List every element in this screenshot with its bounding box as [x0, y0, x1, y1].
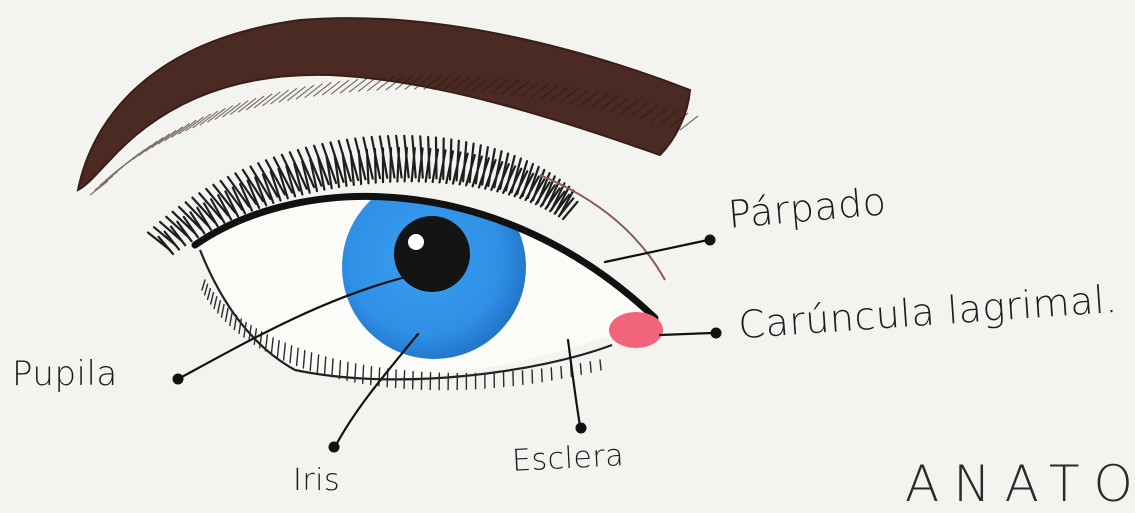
- lower-lash: [590, 362, 591, 372]
- brow-hair: [145, 138, 163, 152]
- lower-lash: [226, 308, 228, 321]
- lower-lash: [580, 364, 581, 375]
- lower-lash: [355, 364, 356, 382]
- lower-lash: [202, 280, 205, 290]
- brow-hair: [165, 127, 183, 141]
- upper-lash: [450, 140, 451, 180]
- dot-parpado: [705, 235, 716, 246]
- caruncle: [609, 312, 663, 348]
- dot-iris: [329, 442, 340, 453]
- lower-lash: [221, 305, 224, 318]
- brow-hair: [152, 134, 170, 148]
- brow-hair: [340, 79, 358, 93]
- pupil: [394, 216, 470, 292]
- brow-hair: [358, 78, 376, 92]
- lower-lash: [542, 369, 543, 382]
- lower-lash: [214, 297, 217, 309]
- dot-pupila: [173, 374, 184, 385]
- leader-caruncula: [660, 333, 712, 335]
- lower-lash: [600, 360, 601, 370]
- leader-parpado: [605, 240, 708, 262]
- brow-hair: [230, 101, 248, 115]
- lower-lash: [208, 289, 211, 300]
- brow-hair: [139, 141, 157, 155]
- lower-lash: [211, 293, 214, 304]
- brow-hair: [349, 78, 367, 92]
- brow-hair: [158, 130, 176, 144]
- dot-caruncula: [711, 328, 722, 339]
- lower-lash: [551, 368, 552, 380]
- lower-lash: [230, 312, 232, 326]
- leader-esclera: [568, 340, 580, 426]
- brow-hair: [222, 103, 240, 117]
- dot-esclera: [576, 423, 587, 434]
- lower-lash: [396, 370, 397, 388]
- brow-hair: [215, 106, 233, 120]
- lower-lash: [205, 284, 208, 294]
- pupil-highlight: [408, 234, 424, 250]
- label-iris: Iris: [293, 463, 340, 498]
- lower-lash: [363, 365, 364, 383]
- brow-hair: [133, 145, 151, 159]
- upper-lash: [457, 141, 459, 181]
- brow-hair: [95, 176, 113, 190]
- lower-lash: [371, 367, 372, 385]
- brow-hair: [331, 80, 349, 94]
- upper-lash: [436, 138, 437, 179]
- lower-lash: [404, 371, 405, 388]
- brow-hair: [207, 108, 225, 122]
- label-esclera: Esclera: [511, 438, 625, 479]
- label-pupila: Pupila: [12, 354, 118, 394]
- page-title-partial: ANATO: [905, 455, 1135, 513]
- upper-lash: [463, 142, 466, 181]
- brow-hair: [90, 181, 108, 195]
- lower-lash: [561, 367, 562, 379]
- lower-lash: [218, 301, 221, 313]
- brow-hair: [238, 98, 256, 112]
- upper-lash: [428, 137, 430, 178]
